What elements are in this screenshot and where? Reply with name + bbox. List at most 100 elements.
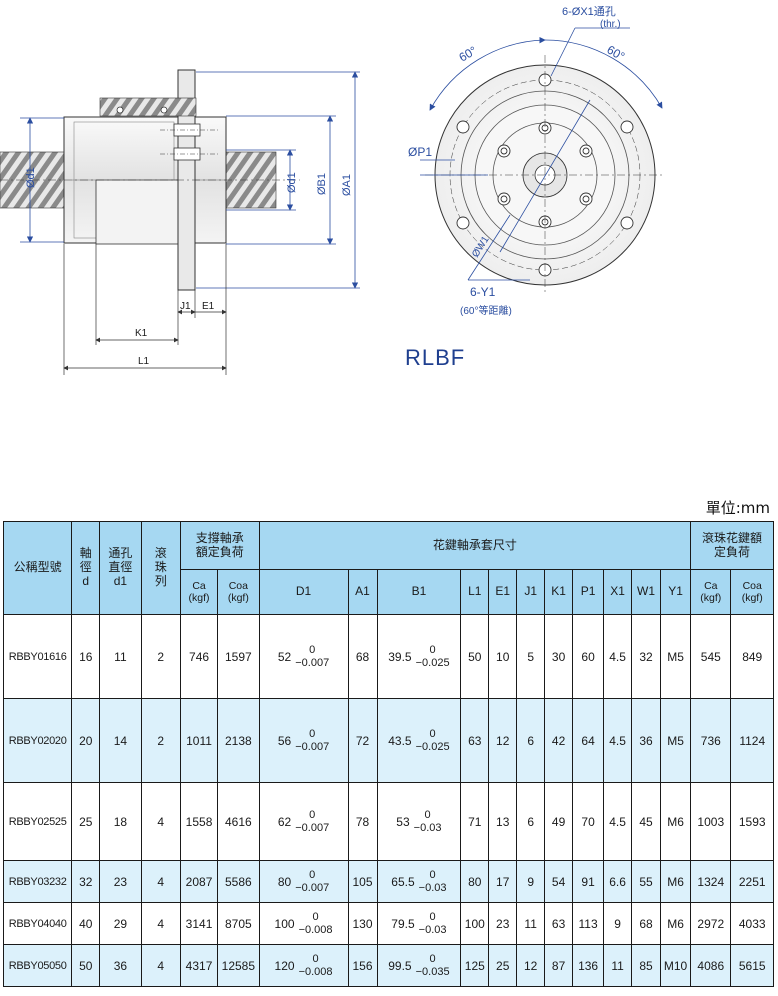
D1-nominal: 52 xyxy=(277,649,292,664)
cell-K1: 54 xyxy=(544,860,574,903)
cell-ca: 746 xyxy=(179,614,219,699)
B1-upper: 0 xyxy=(429,869,436,882)
cell-ca: 1011 xyxy=(179,698,219,783)
cell-Y1: M6 xyxy=(659,860,692,903)
cell-d1: 23 xyxy=(99,860,142,903)
cell-d: 40 xyxy=(71,902,101,945)
B1-nominal: 53 xyxy=(396,814,410,829)
cell-ca2: 1003 xyxy=(690,782,732,861)
cell-K1: 49 xyxy=(544,782,574,861)
cell-W1: 85 xyxy=(631,944,661,987)
B1-nominal: 99.5 xyxy=(388,958,412,973)
cell-d: 20 xyxy=(71,698,101,783)
header-ca: Ca(kgf) xyxy=(179,569,219,615)
cell-Y1: M10 xyxy=(659,944,692,987)
cell-A1: 72 xyxy=(347,698,378,783)
cell-B1: 43.5 0−0.025 xyxy=(376,698,462,783)
dim-label-e1: E1 xyxy=(202,301,215,312)
B1-upper: 0 xyxy=(429,644,436,657)
D1-nominal: 80 xyxy=(277,874,292,889)
header-X1: X1 xyxy=(603,569,633,615)
cell-rows: 2 xyxy=(140,698,181,783)
B1-nominal: 43.5 xyxy=(388,733,412,748)
header-A1: A1 xyxy=(347,569,378,615)
cell-J1: 9 xyxy=(516,860,546,903)
cell-rows: 4 xyxy=(140,782,181,861)
cell-J1: 12 xyxy=(516,944,546,987)
front-view: 60° 60° 6-ØX1通孔 (thr.) ØP1 ØW1 6-Y1 (60°… xyxy=(408,5,665,317)
cell-W1: 68 xyxy=(631,902,661,945)
cell-B1: 99.5 0−0.035 xyxy=(376,944,462,987)
cell-J1: 6 xyxy=(516,698,546,783)
cell-coa: 5586 xyxy=(217,860,260,903)
B1-nominal: 79.5 xyxy=(391,916,415,931)
cell-K1: 87 xyxy=(544,944,574,987)
cell-A1: 78 xyxy=(347,782,378,861)
B1-lower: −0.025 xyxy=(415,656,450,669)
D1-lower: −0.007 xyxy=(295,740,330,753)
cell-model: RBBY05050 xyxy=(2,944,73,987)
cell-J1: 5 xyxy=(516,614,546,699)
D1-lower: −0.007 xyxy=(295,881,330,894)
cell-E1: 23 xyxy=(488,902,518,945)
cell-ca: 2087 xyxy=(179,860,219,903)
table-row: RBBY02020 20 14 2 1011 2138 56 0−0.007 7… xyxy=(2,698,774,783)
header-rows: 滾珠列 xyxy=(140,521,181,615)
cell-K1: 42 xyxy=(544,698,574,783)
header-L1: L1 xyxy=(460,569,490,615)
cell-model: RBBY02020 xyxy=(2,698,73,783)
cell-B1: 79.5 0−0.03 xyxy=(376,902,462,945)
cell-ca2: 1324 xyxy=(690,860,732,903)
cell-E1: 12 xyxy=(488,698,518,783)
cell-P1: 64 xyxy=(572,698,605,783)
cell-model: RBBY03232 xyxy=(2,860,73,903)
cell-ca2: 2972 xyxy=(690,902,732,945)
cell-P1: 91 xyxy=(572,860,605,903)
cell-coa2: 5615 xyxy=(730,944,774,987)
cell-coa: 8705 xyxy=(217,902,260,945)
cell-L1: 50 xyxy=(460,614,490,699)
cell-W1: 32 xyxy=(631,614,661,699)
cell-L1: 80 xyxy=(460,860,490,903)
cell-coa2: 2251 xyxy=(730,860,774,903)
dim-label-b1: ØB1 xyxy=(316,173,328,195)
cell-D1: 62 0−0.007 xyxy=(258,782,349,861)
D1-upper: 0 xyxy=(312,953,319,966)
cell-model: RBBY04040 xyxy=(2,902,73,945)
B1-lower: −0.03 xyxy=(413,821,442,834)
B1-lower: −0.035 xyxy=(415,965,450,978)
D1-upper: 0 xyxy=(309,809,316,822)
header-support-load: 支撐軸承額定負荷 xyxy=(179,521,260,570)
cell-coa2: 849 xyxy=(730,614,774,699)
table-row: RBBY03232 32 23 4 2087 5586 80 0−0.007 1… xyxy=(2,860,774,903)
cell-coa: 1597 xyxy=(217,614,260,699)
cell-E1: 17 xyxy=(488,860,518,903)
cell-ca2: 4086 xyxy=(690,944,732,987)
cell-L1: 100 xyxy=(460,902,490,945)
header-K1: K1 xyxy=(544,569,574,615)
holes-label: 6-ØX1通孔 xyxy=(562,5,616,18)
cell-D1: 56 0−0.007 xyxy=(258,698,349,783)
cell-K1: 30 xyxy=(544,614,574,699)
D1-nominal: 56 xyxy=(277,733,292,748)
cell-P1: 113 xyxy=(572,902,605,945)
cell-model: RBBY01616 xyxy=(2,614,73,699)
B1-lower: −0.025 xyxy=(415,740,450,753)
side-view: Ød1 Ød1 ØB1 ØA1 J1 E1 K1 L1 xyxy=(0,69,360,375)
header-E1: E1 xyxy=(488,569,518,615)
header-model: 公稱型號 xyxy=(2,521,73,615)
cell-A1: 105 xyxy=(347,860,378,903)
header-spline-load: 滾珠花鍵額定負荷 xyxy=(690,521,774,570)
cell-W1: 45 xyxy=(631,782,661,861)
header-ca2: Ca(kgf) xyxy=(690,569,732,615)
y1-label: 6-Y1 xyxy=(470,285,496,299)
cell-d1: 29 xyxy=(99,902,142,945)
cell-coa2: 1593 xyxy=(730,782,774,861)
cell-X1: 4.5 xyxy=(603,698,633,783)
cell-E1: 13 xyxy=(488,782,518,861)
header-Y1: Y1 xyxy=(659,569,692,615)
D1-upper: 0 xyxy=(309,728,316,741)
B1-lower: −0.03 xyxy=(418,923,447,936)
D1-nominal: 120 xyxy=(274,958,295,973)
cell-X1: 11 xyxy=(603,944,633,987)
